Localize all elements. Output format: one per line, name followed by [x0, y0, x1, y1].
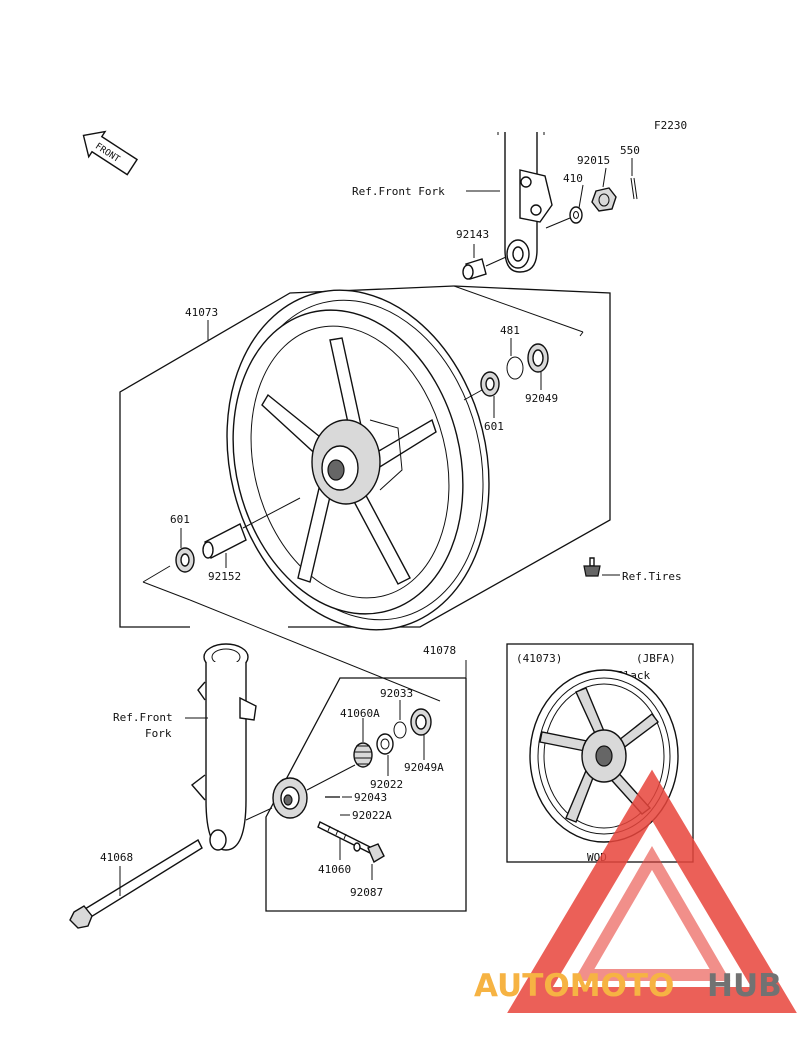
speedo-gearbox: [272, 777, 308, 819]
oil-seal-92049: [527, 343, 549, 373]
label-92022A: 92022A: [352, 809, 392, 822]
watermark-text-gray: HUB: [707, 968, 782, 1004]
washer-92022A: [353, 842, 361, 852]
label-92033: 92033: [380, 687, 413, 700]
label-92015: 92015: [577, 154, 610, 167]
front-wheel-41073: [226, 289, 490, 631]
shaft-41060: [317, 821, 373, 854]
ref-tires-label: Ref.Tires: [622, 570, 682, 583]
ref-front-fork-top-label: Ref.Front Fork: [352, 185, 445, 198]
circlip-481: [506, 356, 524, 380]
label-41078: 41078: [423, 644, 456, 657]
label-92143: 92143: [456, 228, 489, 241]
label-550: 550: [620, 144, 640, 157]
spacer-92152: [202, 523, 247, 559]
washer-410: [569, 206, 583, 224]
label-92152: 92152: [208, 570, 241, 583]
label-601-left: 601: [170, 513, 190, 526]
label-481: 481: [500, 324, 520, 337]
circlip-92033: [393, 721, 407, 739]
label-41060: 41060: [318, 863, 351, 876]
bushing-92087: [367, 843, 385, 864]
label-92049: 92049: [525, 392, 558, 405]
washer-92022: [376, 733, 394, 755]
label-92043: 92043: [354, 791, 387, 804]
tire-valve-icon: [583, 557, 601, 577]
ref-front-fork-bottom-label-1: Ref.Front: [113, 711, 173, 724]
oil-seal-92049A: [410, 708, 432, 736]
label-41073: 41073: [185, 306, 218, 319]
label-41060A: 41060A: [340, 707, 380, 720]
front-direction-arrow-icon: FRONT: [82, 130, 138, 176]
gear-41060A: [353, 742, 373, 768]
label-92087: 92087: [350, 886, 383, 899]
watermark-text-accent: AUTOMOTO: [474, 968, 674, 1004]
cotter-pin-550: [630, 177, 638, 200]
variant-code-label: (JBFA): [636, 652, 676, 665]
variant-part-label: (41073): [516, 652, 562, 665]
label-410: 410: [563, 172, 583, 185]
label-601-right: 601: [484, 420, 504, 433]
watermark-logo: AUTOMOTO HUB: [474, 769, 797, 1013]
speedo-box: [265, 677, 467, 912]
collar-92143: [462, 258, 487, 280]
ref-front-fork-bottom-label-2: Fork: [145, 727, 172, 740]
front-fork-bottom: [190, 643, 257, 851]
bearing-601-right: [480, 371, 500, 397]
figure-code: F2230: [654, 119, 687, 132]
label-92049A: 92049A: [404, 761, 444, 774]
label-92022: 92022: [370, 778, 403, 791]
axle-41068: [69, 839, 203, 929]
nut-92015: [591, 187, 617, 212]
bearing-601-left: [175, 547, 195, 573]
front-fork-top: [497, 132, 553, 273]
label-41068: 41068: [100, 851, 133, 864]
